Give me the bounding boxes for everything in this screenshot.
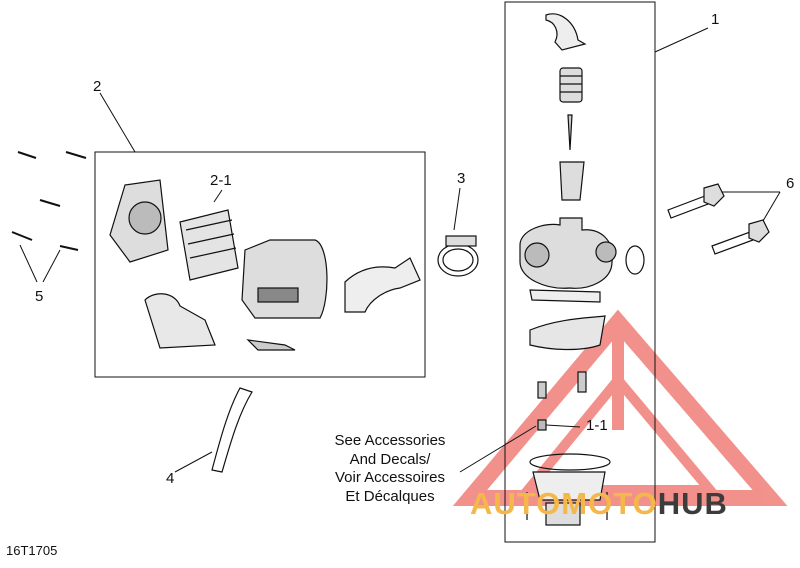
note-line: See Accessories xyxy=(334,432,446,449)
callout-1: 1 xyxy=(711,11,720,28)
note-line: And Decals/ xyxy=(349,450,431,468)
watermark-text: AUTOMOTOHUB xyxy=(470,486,728,521)
callout-1-1: 1-1 xyxy=(586,417,608,434)
leader-lines xyxy=(19,27,781,473)
screws-part-5 xyxy=(11,151,87,251)
airbox-frame-2 xyxy=(94,151,426,378)
drawing-code: 16T1705 xyxy=(6,543,58,558)
callout-6: 6 xyxy=(786,175,795,192)
air-filter-box-part-2 xyxy=(109,179,421,351)
accessories-note: See Accessories And Decals/ Voir Accesso… xyxy=(300,432,480,506)
carburetor-kit-part-1 xyxy=(519,13,645,526)
callout-2: 2 xyxy=(93,78,102,95)
kit-frame-1 xyxy=(504,1,656,543)
callout-5: 5 xyxy=(35,288,44,305)
hose-part-4 xyxy=(211,387,253,473)
note-line: Voir Accessoires xyxy=(334,469,446,486)
callout-3: 3 xyxy=(457,170,466,187)
watermark-logo xyxy=(452,309,788,506)
bolts-part-6 xyxy=(667,183,770,255)
callout-2-1: 2-1 xyxy=(210,172,232,189)
callout-4: 4 xyxy=(166,470,175,487)
note-line: Et Décalques xyxy=(345,487,435,505)
clamp-part-3 xyxy=(437,235,479,277)
